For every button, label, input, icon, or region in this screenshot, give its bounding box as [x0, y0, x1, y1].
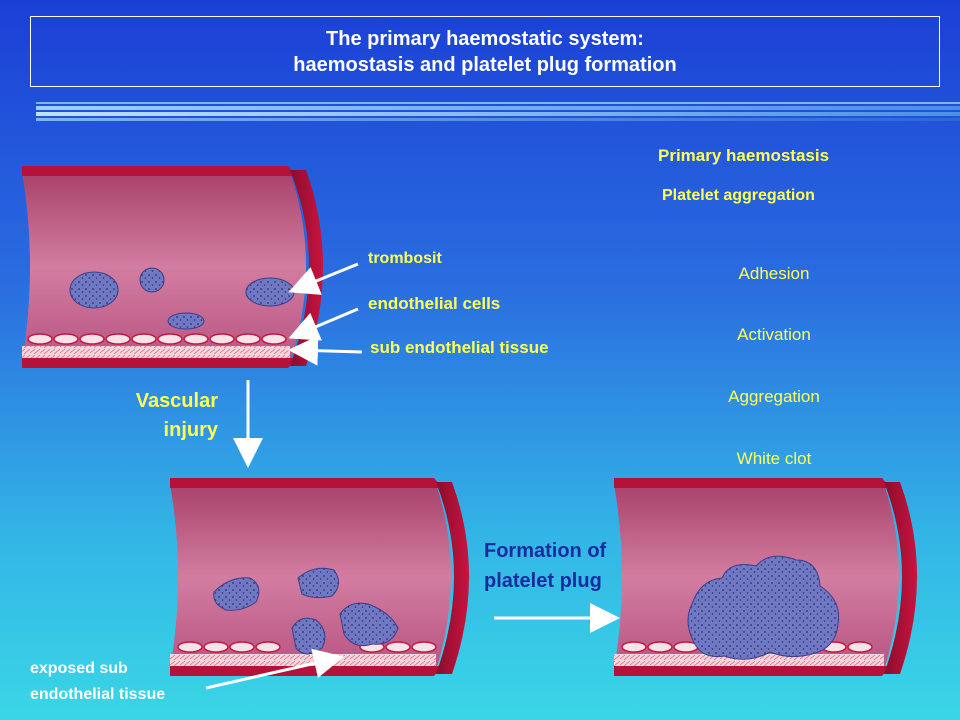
label-vascular: Vascular: [135, 390, 218, 412]
title-line-1: The primary haemostatic system:: [326, 27, 644, 50]
label-trombosit: trombosit: [368, 250, 442, 267]
label-exposed-sub: exposed sub: [30, 660, 128, 677]
heading-primary-haemostasis: Primary haemostasis: [658, 146, 830, 165]
label-endothelial-cells: endothelial cells: [368, 294, 501, 313]
step-activation: Activation: [737, 325, 811, 344]
step-aggregation: Aggregation: [728, 387, 820, 406]
vessel-normal: [22, 166, 323, 368]
label-formation-of: Formation of: [484, 540, 607, 562]
title-box: The primary haemostatic system: haemosta…: [30, 16, 940, 87]
vessel-injured: [170, 478, 469, 676]
label-injury: injury: [163, 419, 218, 441]
title-line-2: haemostasis and platelet plug formation: [293, 53, 677, 76]
label-platelet-plug: platelet plug: [484, 570, 602, 592]
subheading-platelet-aggregation: Platelet aggregation: [662, 187, 815, 204]
step-white-clot: White clot: [736, 449, 812, 468]
platelet-plug-shape: [687, 555, 840, 660]
vessel-plug: [614, 478, 917, 676]
label-sub-endothelial-tissue: sub endothelial tissue: [370, 338, 549, 357]
step-adhesion: Adhesion: [738, 264, 810, 283]
decorative-band: [36, 102, 960, 122]
label-endothelial-tissue: endothelial tissue: [30, 686, 166, 703]
